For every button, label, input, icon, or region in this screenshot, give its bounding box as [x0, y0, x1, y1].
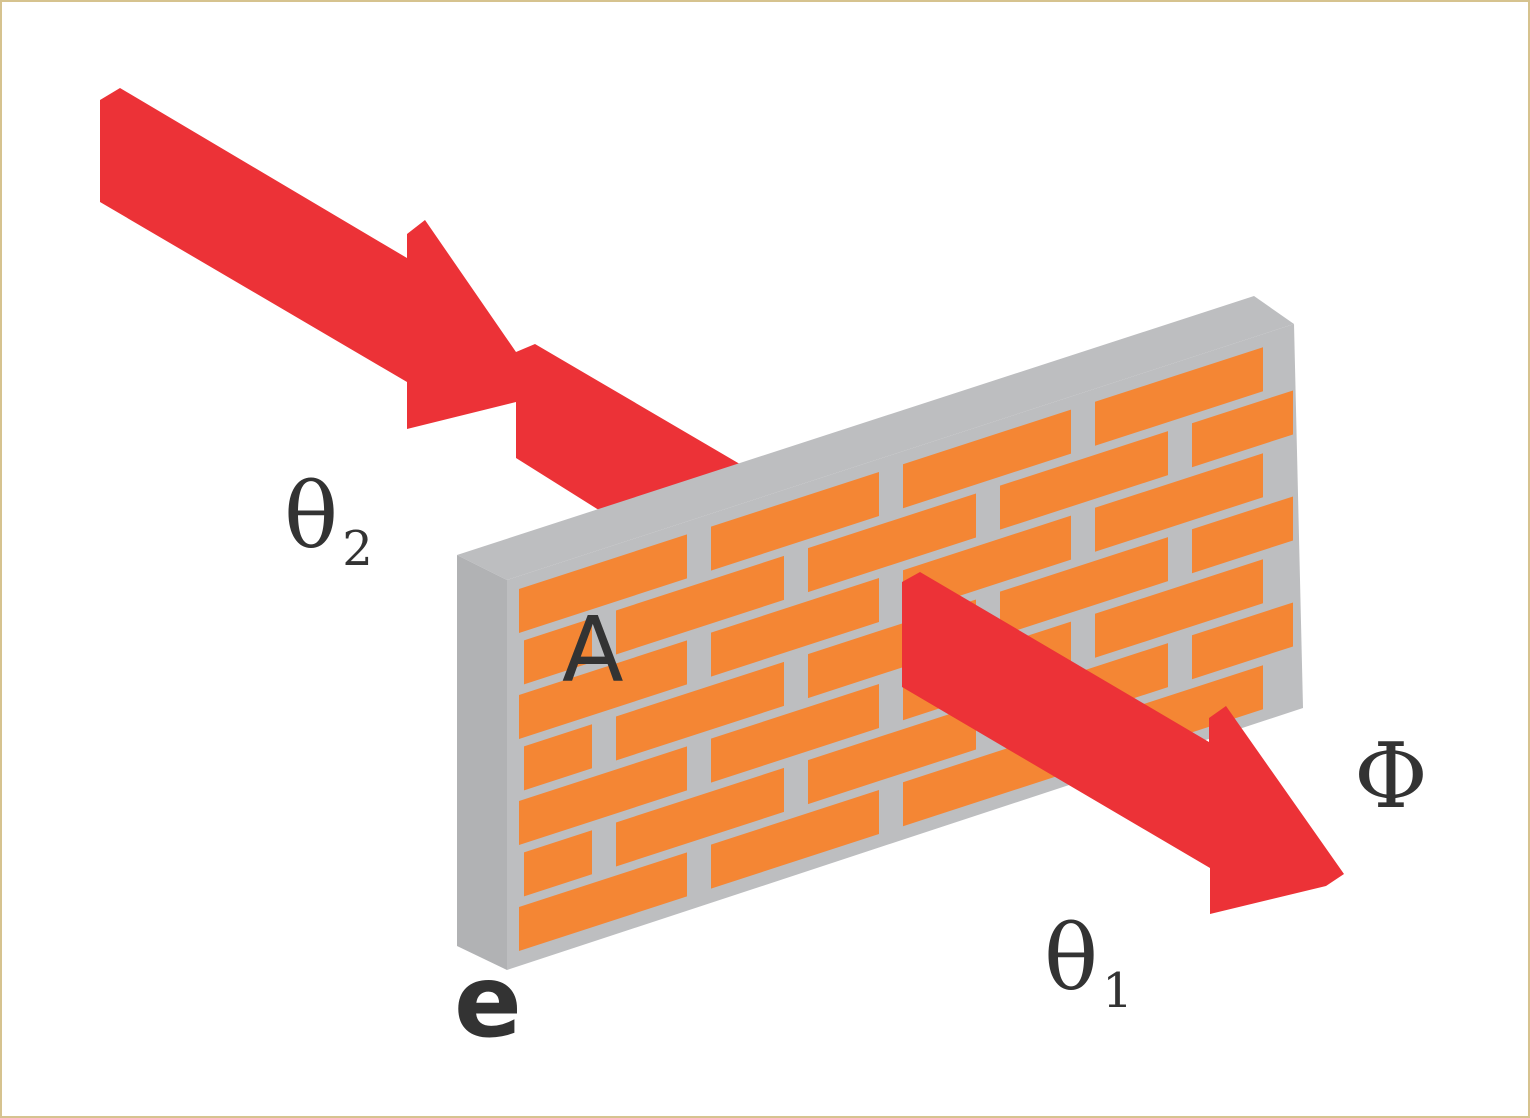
theta1-subscript: 1 — [1102, 963, 1133, 1019]
brick — [524, 724, 592, 791]
brick — [808, 493, 976, 593]
brick — [524, 618, 592, 685]
brick — [808, 705, 976, 805]
brick — [519, 640, 687, 739]
thickness-label: e — [454, 943, 522, 1060]
brick — [524, 830, 592, 897]
brick — [616, 767, 784, 867]
theta1-symbol: θ — [1044, 906, 1099, 1011]
brick — [1095, 559, 1263, 658]
brick — [1095, 347, 1263, 446]
theta2-subscript: 2 — [342, 521, 373, 577]
brick — [711, 472, 879, 571]
outgoing-heat-arrow — [902, 572, 1344, 914]
brick — [616, 555, 784, 655]
brick — [519, 746, 687, 845]
brick — [519, 852, 687, 951]
theta2-symbol: θ — [284, 464, 339, 569]
brick — [519, 534, 687, 633]
phi-label: Φ — [1354, 724, 1428, 829]
brick — [711, 684, 879, 783]
outgoing-arrow-shaft — [902, 572, 1344, 914]
area-label: A — [562, 598, 624, 703]
brick — [903, 409, 1071, 509]
brick — [1000, 537, 1168, 636]
brick — [711, 578, 879, 677]
incoming-arrow-shaft — [100, 88, 762, 512]
brick — [1000, 431, 1168, 530]
brick — [616, 661, 784, 761]
brick — [1095, 453, 1263, 552]
theta1-label: θ1 — [1044, 914, 1133, 1016]
theta2-label: θ2 — [284, 472, 373, 574]
brick — [711, 790, 879, 889]
brick — [1192, 390, 1293, 468]
incoming-heat-arrow — [100, 88, 762, 512]
brick — [1192, 602, 1293, 680]
brick — [1192, 496, 1293, 574]
wall-side-face — [457, 555, 507, 970]
wall-top-face — [457, 296, 1294, 580]
